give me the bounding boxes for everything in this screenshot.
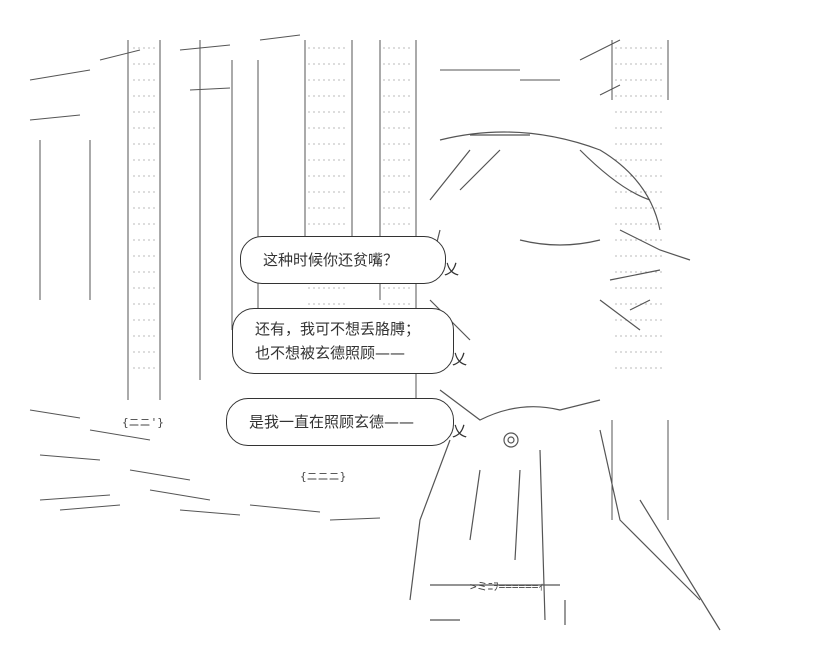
- building-columns: [39, 40, 669, 520]
- dialogue-line: 还有，我可不想丢胳膊；: [255, 320, 421, 338]
- bubble-tail: 乂: [451, 422, 467, 440]
- art-sign-right: >ミﾆｦ======ｨ: [470, 580, 544, 593]
- dialogue-line: 是我一直在照顾玄德——: [249, 413, 415, 431]
- dialogue-line: 这种时候你还贫嘴？: [263, 251, 399, 269]
- art-sign-left: {ニニ'}: [122, 416, 164, 429]
- bubble-tail: 乂: [451, 350, 467, 368]
- ground-hatching: [29, 34, 621, 521]
- art-sign-center: {ニニニ}: [300, 470, 347, 483]
- speech-bubble-3: 是我一直在照顾玄德—— 乂: [226, 398, 467, 446]
- speech-bubble-2: 还有，我可不想丢胳膊； 也不想被玄德照顾—— 乂: [232, 308, 467, 374]
- bubble-tail: 乂: [443, 260, 459, 278]
- speech-bubble-1: 这种时候你还贫嘴？ 乂: [240, 236, 459, 284]
- character-figure: [409, 131, 721, 631]
- dialogue-line: 也不想被玄德照顾——: [255, 344, 406, 362]
